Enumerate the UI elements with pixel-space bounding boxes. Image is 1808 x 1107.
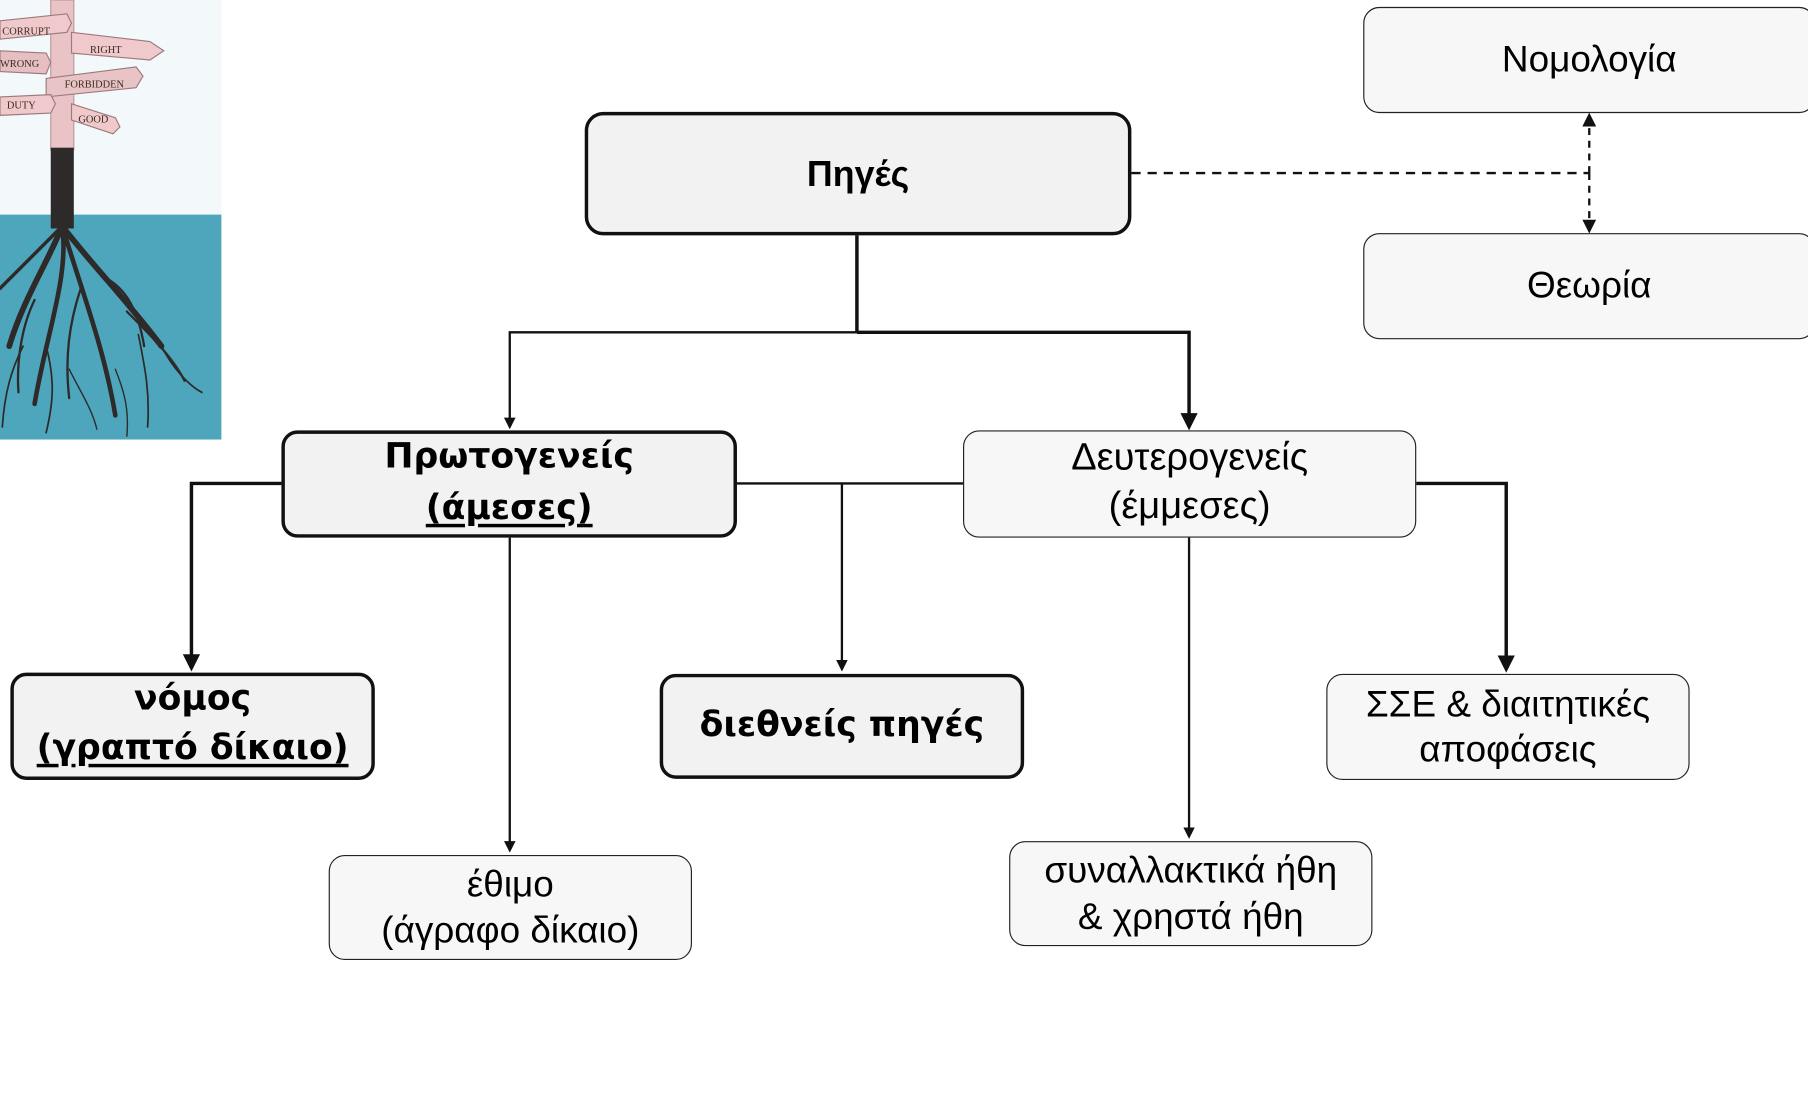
node-statute-line1: νόμος: [134, 678, 252, 719]
node-sources-label: Πηγές: [806, 152, 910, 194]
node-primary: Πρωτογενείς (άμεσες): [281, 430, 737, 538]
node-international-label: διεθνείς πηγές: [699, 705, 985, 746]
node-theory-label: Θεωρία: [1527, 264, 1652, 307]
node-secondary-line2: (έμμεσες): [1108, 483, 1271, 527]
node-trade-usages: συναλλακτικά ήθη & χρηστά ήθη: [1009, 841, 1373, 947]
sign-label-right: RIGHT: [90, 45, 122, 56]
sign-label-corrupt: CORRUPT: [2, 27, 51, 38]
node-trade-usages-line1: συναλλακτικά ήθη: [1044, 849, 1338, 892]
node-secondary-line1: Δευτερογενείς: [1071, 434, 1309, 478]
sign-label-duty: DUTY: [7, 100, 36, 111]
node-collective-agreements: ΣΣΕ & διαιτητικές αποφάσεις: [1326, 673, 1690, 780]
node-primary-line2: (άμεσες): [425, 487, 593, 528]
node-custom: έθιμο (άγραφο δίκαιο): [328, 854, 692, 960]
signpost-illustration: CORRUPT RIGHT WRONG FORBIDDEN DUTY GOOD: [0, 0, 222, 440]
node-international: διεθνείς πηγές: [659, 673, 1025, 779]
node-statute-line2: (γραπτό δίκαιο): [36, 727, 349, 768]
node-trade-usages-line2: & χρηστά ήθη: [1077, 894, 1304, 937]
sign-label-good: GOOD: [78, 114, 108, 125]
node-theory: Θεωρία: [1363, 233, 1808, 340]
node-collective-agreements-line1: ΣΣΕ & διαιτητικές: [1365, 683, 1651, 725]
node-case-law-label: Νομολογία: [1501, 38, 1677, 81]
node-collective-agreements-line2: αποφάσεις: [1419, 728, 1597, 770]
connector-lines: [182, 112, 1597, 853]
node-secondary: Δευτερογενείς (έμμεσες): [963, 430, 1417, 538]
sign-label-wrong: WRONG: [0, 59, 40, 70]
sign-label-forbidden: FORBIDDEN: [65, 80, 125, 91]
node-case-law: Νομολογία: [1363, 6, 1808, 114]
node-primary-line1: Πρωτογενείς: [384, 436, 634, 477]
node-sources: Πηγές: [584, 111, 1132, 236]
node-statute: νόμος (γραπτό δίκαιο): [10, 672, 375, 780]
node-custom-line1: έθιμο: [466, 863, 554, 906]
node-custom-line2: (άγραφο δίκαιο): [381, 908, 640, 951]
